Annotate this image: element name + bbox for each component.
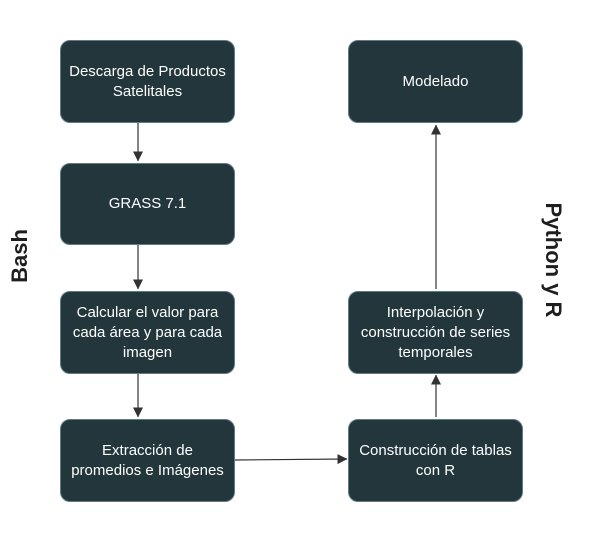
node-tables-label: Construcción de tablas con R [359, 441, 512, 479]
side-label-left: Bash [7, 229, 32, 283]
node-extract-label: Extracción de promedios e Imágenes [71, 441, 224, 479]
node-download-label: Descarga de Productos Satelitales [69, 62, 226, 100]
node-tables: Construcción de tablas con R [348, 419, 523, 502]
side-label-right: Python y R [541, 202, 566, 318]
node-grass-label: GRASS 7.1 [108, 195, 187, 212]
node-interp: Interpolación y construcción de series t… [348, 291, 523, 374]
edge-extract-to-tables [234, 454, 348, 465]
node-interp-label: Interpolación y construcción de series t… [360, 303, 511, 361]
node-download: Descarga de Productos Satelitales [60, 40, 235, 123]
node-grass: GRASS 7.1 [60, 163, 235, 245]
node-calc: Calcular el valor para cada área y para … [60, 291, 235, 374]
node-calc-label: Calcular el valor para cada área y para … [72, 303, 223, 361]
node-model: Modelado [348, 40, 523, 123]
node-extract: Extracción de promedios e Imágenes [60, 419, 235, 502]
node-model-label: Modelado [402, 72, 469, 90]
